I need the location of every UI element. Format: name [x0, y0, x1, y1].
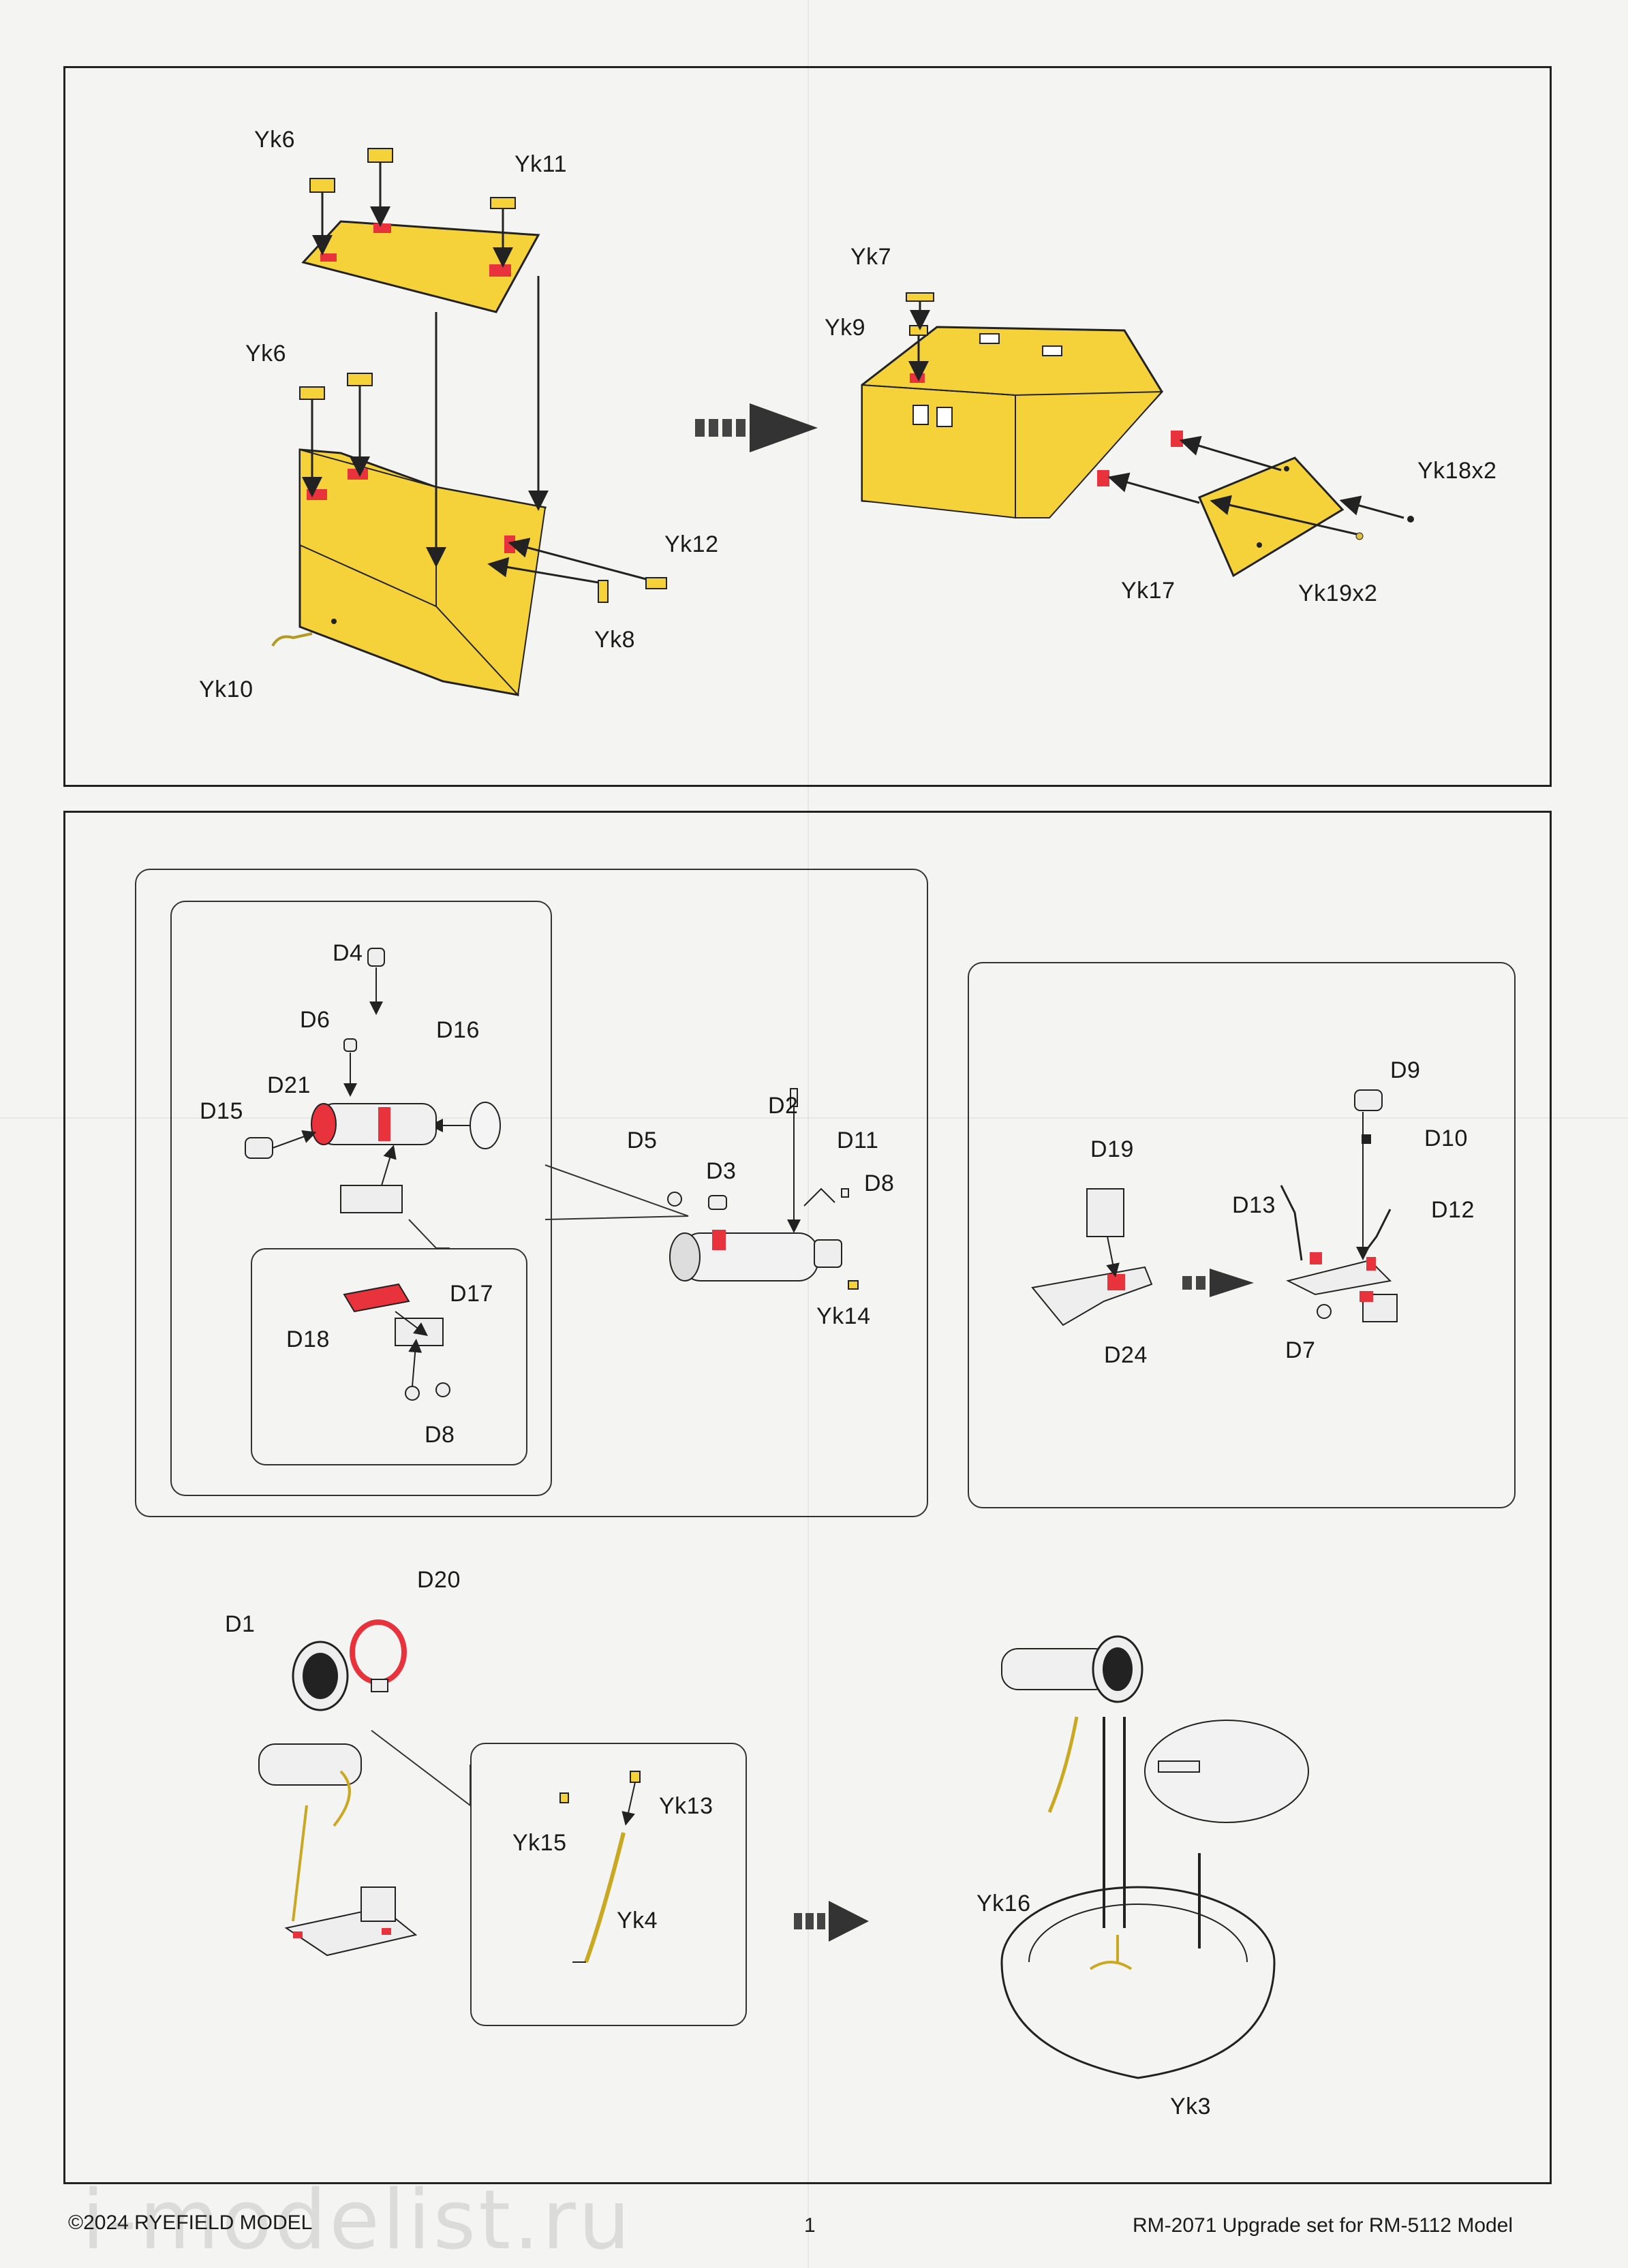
label-yk14: Yk14: [816, 1303, 871, 1329]
yk4-detail-box: [470, 1743, 747, 2026]
label-yk13: Yk13: [659, 1793, 713, 1819]
label-d11: D11: [837, 1128, 879, 1153]
step-panel-gunsight: [63, 811, 1552, 2184]
yk4-rod-detail: [559, 1771, 641, 1963]
label-d18: D18: [286, 1326, 330, 1352]
label-d13: D13: [1232, 1192, 1276, 1218]
label-d6: D6: [300, 1007, 331, 1033]
label-d19: D19: [1090, 1136, 1134, 1162]
fold-line-horizontal: [0, 1117, 1628, 1119]
label-yk12: Yk12: [664, 531, 719, 557]
label-d2: D2: [768, 1093, 799, 1119]
label-d12: D12: [1431, 1197, 1475, 1223]
final-arrow: [794, 1901, 869, 1942]
label-yk11: Yk11: [514, 151, 567, 177]
label-d8-sight: D8: [864, 1170, 895, 1196]
label-yk17: Yk17: [1121, 578, 1176, 604]
label-yk16: Yk16: [977, 1891, 1031, 1916]
turret-ring-assembled: [1000, 1635, 1309, 2079]
page-number: 1: [804, 2214, 816, 2237]
label-d9: D9: [1390, 1057, 1421, 1083]
label-yk8: Yk8: [594, 627, 636, 653]
label-yk18x2: Yk18x2: [1417, 458, 1497, 484]
label-d3: D3: [706, 1158, 737, 1184]
step-panel-hull-box: [63, 66, 1552, 787]
label-d20: D20: [417, 1567, 461, 1593]
gunsight-exploded: [245, 948, 501, 1213]
label-yk15: Yk15: [512, 1830, 567, 1856]
label-yk4: Yk4: [617, 1908, 658, 1933]
box-body: [298, 276, 549, 697]
label-d7: D7: [1285, 1337, 1316, 1363]
yk6-parts-top: [309, 148, 516, 268]
label-d10: D10: [1424, 1125, 1468, 1151]
next-step-arrow: [695, 403, 818, 452]
watermark: i-modelist.ru: [82, 2173, 633, 2268]
mount-detail-box: [251, 1248, 527, 1465]
label-yk7: Yk7: [850, 244, 892, 270]
gunsight-subassembly-box: [135, 869, 928, 1517]
yk8-yk12-parts: [271, 538, 667, 647]
bracket-assembly: [1031, 1089, 1398, 1326]
label-d16: D16: [436, 1017, 480, 1043]
label-yk6-mid: Yk6: [245, 341, 287, 367]
gunsight-assembled: [667, 1088, 859, 1290]
label-d4: D4: [333, 940, 363, 966]
label-yk3: Yk3: [1170, 2094, 1212, 2119]
label-d17: D17: [450, 1281, 493, 1307]
sight-with-cover: [258, 1619, 471, 1957]
label-yk9: Yk9: [825, 315, 866, 341]
label-yk10: Yk10: [199, 677, 254, 702]
label-d21: D21: [267, 1072, 311, 1098]
label-d24: D24: [1104, 1342, 1148, 1368]
bracket-subassembly-box: [968, 962, 1516, 1508]
yk6-parts-mid: [299, 373, 373, 497]
set-title: RM-2071 Upgrade set for RM-5112 Model: [1133, 2214, 1514, 2237]
yk17-plate: [1107, 435, 1414, 578]
fold-line-vertical: [808, 0, 809, 2268]
label-yk19x2: Yk19x2: [1298, 580, 1378, 606]
label-d5: D5: [627, 1128, 658, 1153]
label-d1: D1: [225, 1611, 256, 1637]
gunsight-detail-box: [170, 901, 552, 1496]
mount-detail: [343, 1283, 450, 1401]
copyright-text: ©2024 RYEFIELD MODEL: [68, 2211, 313, 2234]
assembled-box: [861, 292, 1183, 519]
label-d15: D15: [200, 1098, 243, 1124]
label-yk6-top: Yk6: [254, 127, 296, 153]
label-d8-mount: D8: [425, 1422, 455, 1448]
